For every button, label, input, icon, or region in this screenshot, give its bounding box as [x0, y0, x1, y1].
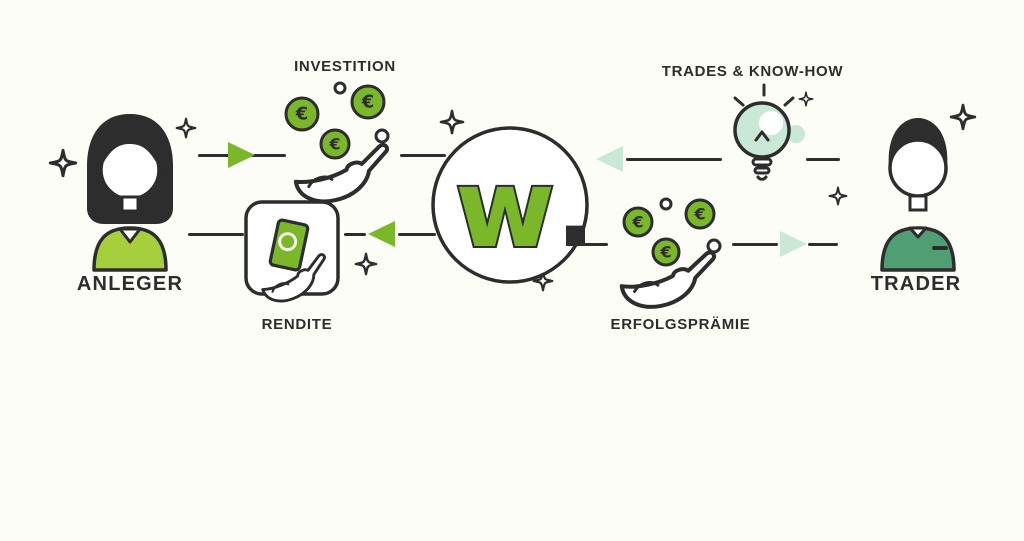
arrow-left-icon	[596, 146, 623, 172]
anleger-collar	[118, 227, 142, 244]
trader-hair	[888, 118, 948, 168]
svg-text:€: €	[659, 243, 671, 262]
sparkle-icon	[828, 186, 848, 206]
euro-coin-icon: €	[622, 206, 654, 238]
flow-line-rendite-c	[398, 233, 436, 236]
bulb-filament	[754, 130, 770, 142]
trader-label: TRADER	[870, 273, 962, 295]
flow-line-erfolg-b	[732, 243, 778, 246]
bulb-base	[751, 157, 773, 167]
arrow-left-icon	[368, 221, 395, 247]
flow-line-trades-a	[626, 158, 722, 161]
euro-coin-icon: €	[319, 128, 351, 160]
sparkle-icon	[354, 252, 378, 276]
bubble-icon	[374, 128, 390, 144]
rendite-label: RENDITE	[261, 316, 333, 333]
euro-coin-icon: €	[651, 237, 681, 267]
euro-coin-icon: €	[350, 84, 386, 120]
bulb-rays-icon	[733, 83, 795, 107]
flow-line-erfolg-c	[808, 243, 838, 246]
svg-text:€: €	[295, 104, 309, 125]
anleger-label: ANLEGER	[76, 273, 184, 295]
investition-label: INVESTITION	[294, 58, 396, 75]
euro-coin-icon: €	[684, 198, 716, 230]
flow-line-trades-b	[806, 158, 840, 161]
bulb-tip	[756, 175, 768, 181]
logo-dot: .	[555, 147, 596, 272]
coins-hand-icon: € € €	[616, 197, 722, 313]
trader-collar	[908, 226, 928, 239]
trader-figure	[880, 118, 956, 272]
mint-dot	[787, 125, 805, 143]
flow-line-rendite-a	[188, 233, 244, 236]
logo-circle	[431, 126, 589, 284]
svg-text:€: €	[693, 205, 705, 224]
bulb-base	[753, 166, 771, 175]
anleger-figure	[87, 114, 173, 272]
trades-know-how-label: TRADES & KNOW-HOW	[661, 63, 844, 80]
svg-text:€: €	[361, 92, 375, 113]
flow-line-rendite-b	[344, 233, 366, 236]
anleger-fringe	[104, 132, 156, 162]
svg-text:€: €	[328, 135, 340, 154]
flow-line-investition-b	[400, 154, 446, 157]
svg-text:€: €	[631, 213, 643, 232]
anleger-neck	[120, 195, 140, 213]
arrow-right-icon	[780, 231, 807, 257]
coins-hand-icon: € € €	[284, 81, 397, 209]
erfolgspraemie-label: ERFOLGSPRÄMIE	[610, 316, 751, 333]
flow-line-erfolg-a	[580, 243, 608, 246]
bubble-icon	[659, 197, 673, 211]
bubble-icon	[333, 81, 347, 95]
arrow-right-icon	[228, 142, 255, 168]
wikifolio-logo: w .	[431, 126, 596, 284]
logo-letter: w	[455, 147, 555, 272]
trader-face	[888, 138, 948, 198]
trader-neck	[908, 194, 928, 212]
bubble-icon	[706, 238, 722, 254]
lightbulb-icon	[733, 83, 805, 181]
bank-card-icon	[268, 218, 310, 272]
card-hand-icon	[244, 200, 340, 309]
euro-coin-icon: €	[284, 96, 320, 132]
bulb-highlight	[759, 111, 783, 135]
